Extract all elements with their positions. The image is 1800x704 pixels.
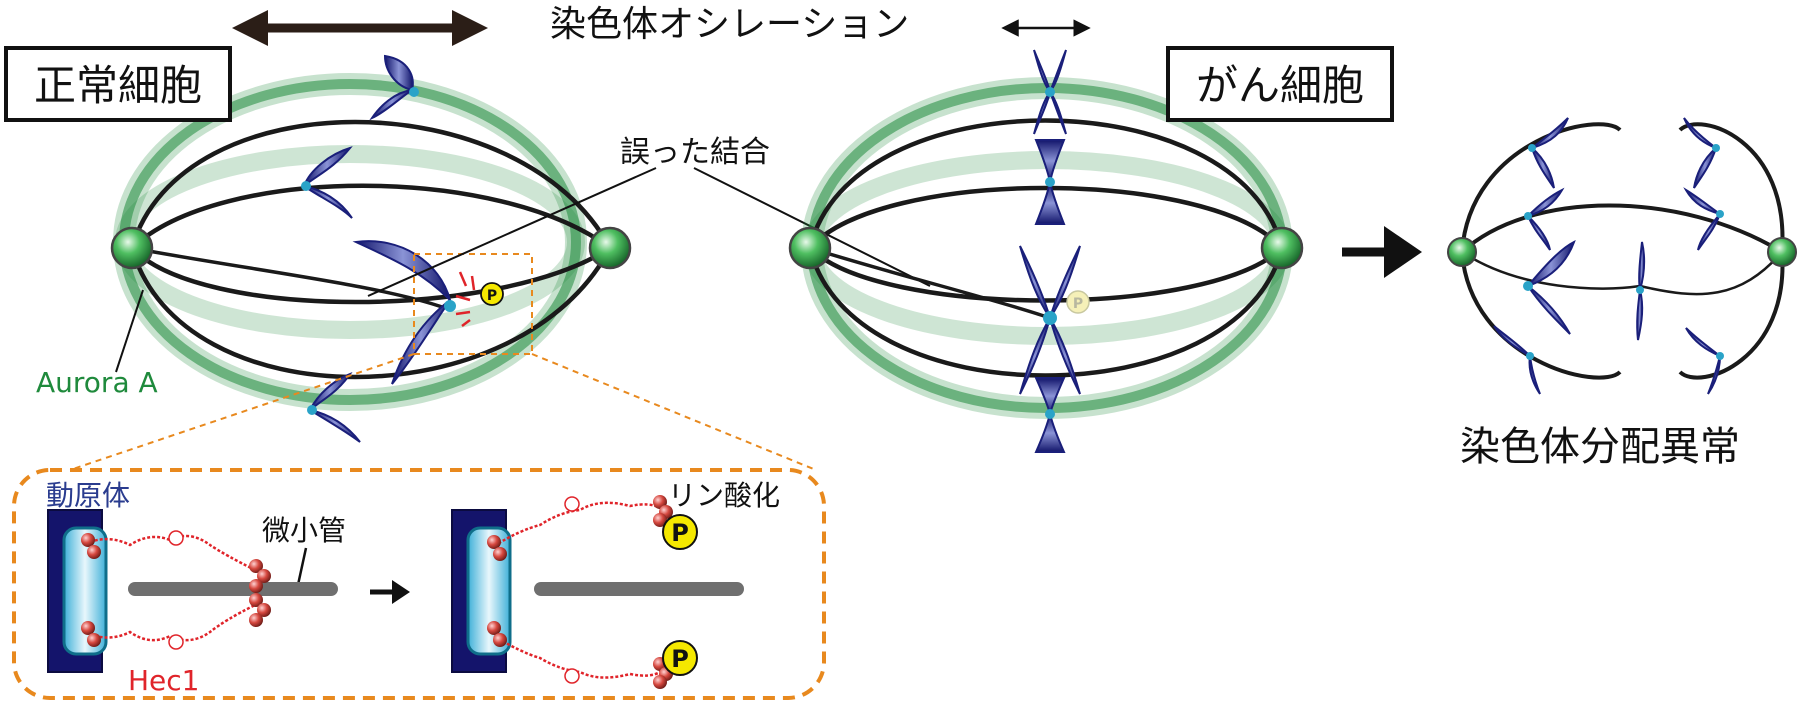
normal-chromosome-1 [369,54,419,121]
cancer-right-pole [1260,226,1304,270]
cancer-chromosome-3 [1019,245,1081,395]
inset-box [12,468,826,700]
diagram-title: 染色体オシレーション [550,4,909,45]
phospho-mark-small [480,282,504,306]
aurora-a-label: Aurora A [36,366,158,399]
cancer-cell-box [1166,46,1394,122]
missegregated-centromeres [1523,144,1724,360]
cancer-cell-label: がん細胞 [1196,61,1364,110]
hec1-spring-upper-left [89,534,256,572]
normal-chromosome-3 [352,240,456,385]
inset-left-panel [47,509,338,673]
missegregated-chromatids [1493,117,1721,395]
phospho-mark-small-label: P [487,288,497,304]
normal-cell-spindle [110,73,632,411]
inset-right-panel [451,495,744,689]
phospho-mark-faint [1066,290,1090,314]
phospho-mark-upper [662,514,698,550]
kinetochore-label: 動原体 [46,479,130,512]
phospho-mark-faint-label: P [1073,296,1083,312]
hec1-spring-lower-right [493,634,661,679]
microtubule-label: 微小管 [262,514,346,547]
phospho-mark-lower-label: P [671,645,689,673]
hec1-label: Hec1 [128,664,200,697]
hec1-spring-lower-left [89,603,256,642]
cancer-chromosome-2 [1034,139,1066,225]
zoom-box [413,253,533,355]
cancer-chromosome-4 [1034,377,1066,453]
cancer-left-pole [788,226,832,270]
normal-right-pole [588,226,632,270]
cancer-cell-spindle [788,77,1304,419]
segregation-error-label: 染色体分配異常 [1460,424,1740,470]
normal-left-pole [110,226,154,270]
tension-marks [455,271,476,327]
transition-arrow [1342,226,1422,278]
normal-chromosome-2 [301,146,353,219]
wrong-attachment-label: 誤った結合 [620,135,770,170]
normal-cell-label: 正常細胞 [34,61,202,110]
phospho-mark-upper-label: P [671,519,689,547]
inset-arrow [370,580,410,604]
normal-chromosome-4 [307,371,361,443]
cancer-chromosome-1 [1033,49,1067,135]
normal-cell-box [4,46,232,122]
phosphorylation-label: リン酸化 [668,479,780,512]
phospho-mark-lower [662,640,698,676]
hec1-spring-upper-right [493,501,661,548]
missegregation-spindle [1447,122,1797,380]
